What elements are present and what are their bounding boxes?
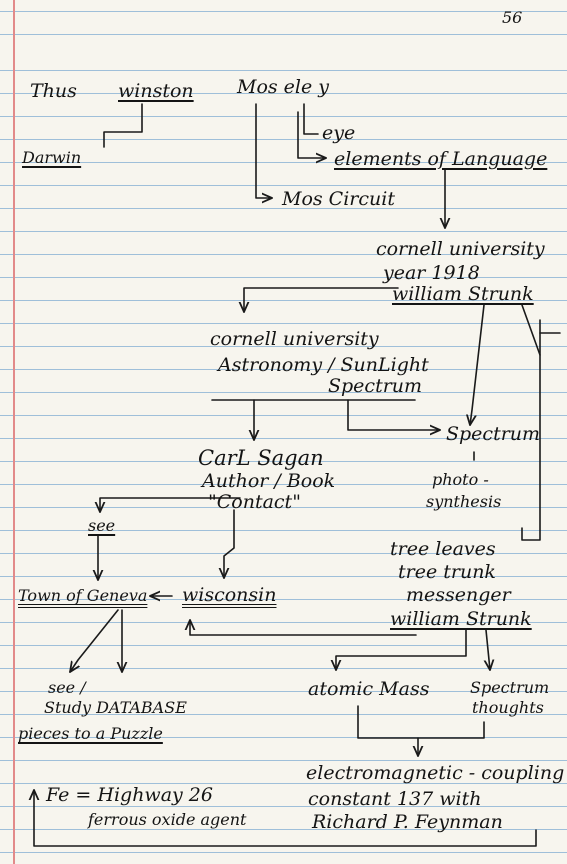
word-spectrum: Spectrum: [328, 375, 423, 397]
word-year-1918: year 1918: [383, 262, 480, 284]
word-william-strunk-2: william Strunk: [390, 608, 532, 630]
word-photo: photo -: [432, 470, 489, 489]
word-astronomy-sunlight: Astronomy / SunLight: [218, 354, 429, 376]
page-number: 56: [502, 8, 523, 27]
word-atomic-mass: atomic Mass: [308, 678, 430, 700]
word-town-of-geneva: Town of Geneva: [18, 586, 148, 605]
word-cornell-university-2: cornell university: [210, 328, 379, 350]
word-study-database: Study DATABASE: [44, 698, 187, 717]
word-richard-feynman: Richard P. Feynman: [312, 811, 503, 833]
word-pieces-to-a-puzzle: pieces to a Puzzle: [18, 724, 163, 743]
word-thoughts: thoughts: [472, 698, 544, 717]
word-spectrum-2: Spectrum: [446, 423, 541, 445]
word-see-slash: see /: [48, 678, 86, 697]
word-moseley: Mos ele y: [237, 76, 330, 98]
word-winston: winston: [118, 80, 194, 102]
word-spectrum-3: Spectrum: [470, 678, 550, 697]
word-synthesis: synthesis: [426, 492, 502, 511]
word-tree-trunk: tree trunk: [398, 561, 496, 583]
word-author-book: Author / Book: [202, 470, 336, 492]
word-cornell-university: cornell university: [376, 238, 545, 260]
margin-line: [13, 0, 15, 864]
word-carl-sagan: CarL Sagan: [198, 446, 324, 470]
word-wisconsin: wisconsin: [182, 584, 277, 606]
word-fe-highway-26: Fe = Highway 26: [46, 784, 213, 806]
word-constant-137: constant 137 with: [308, 788, 482, 810]
word-tree-leaves: tree leaves: [390, 538, 496, 560]
word-william-strunk: william Strunk: [392, 283, 534, 305]
word-contact: "Contact": [208, 491, 301, 513]
word-ferrous-oxide-agent: ferrous oxide agent: [88, 810, 247, 829]
word-mos-circuit: Mos Circuit: [282, 188, 395, 210]
word-eye: eye: [322, 122, 356, 144]
word-see: see: [88, 516, 116, 535]
word-elements-of-language: elements of Language: [334, 148, 548, 170]
word-darwin: Darwin: [22, 148, 82, 167]
word-electromagnetic-coupling: electromagnetic - coupling: [306, 762, 565, 784]
word-messenger: messenger: [406, 584, 511, 606]
word-thus: Thus: [30, 80, 77, 102]
